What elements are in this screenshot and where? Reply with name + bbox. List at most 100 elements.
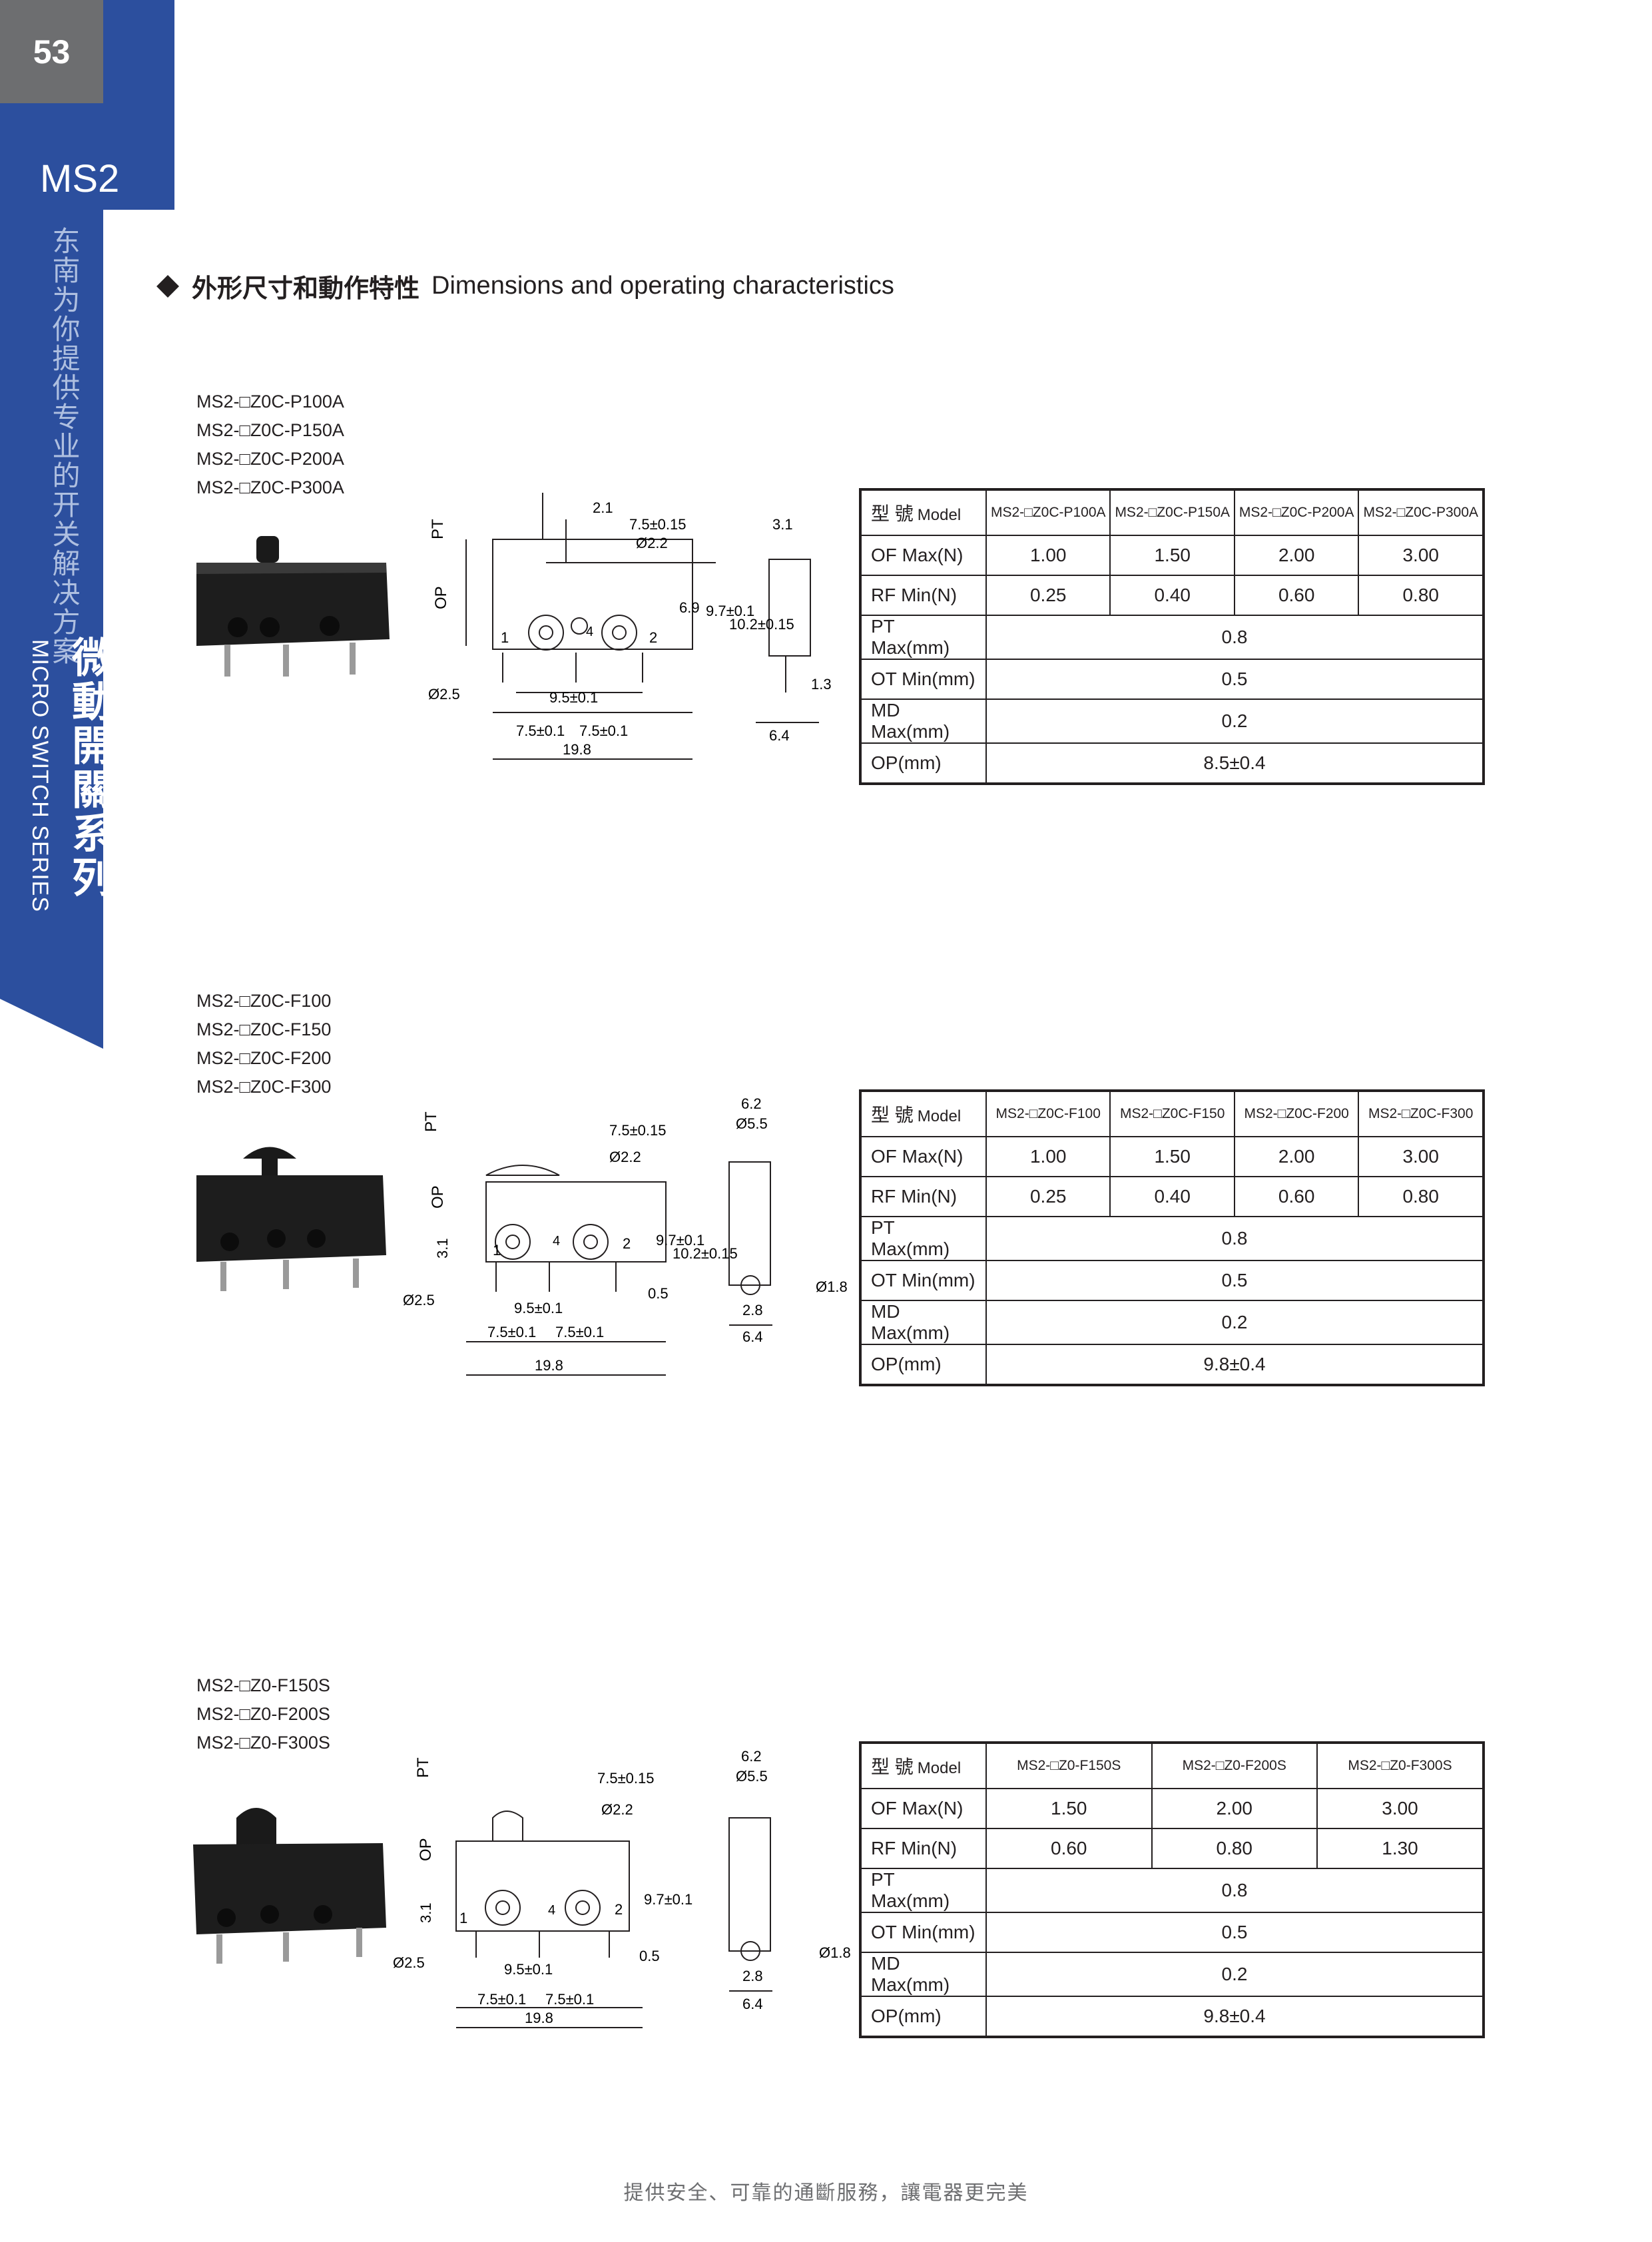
table-cell: RF Min(N): [860, 1176, 987, 1217]
table-cell: 0.8: [985, 615, 1484, 660]
table-cell: MD Max(mm): [860, 1952, 987, 1997]
dim: 9.7±0.1: [706, 603, 754, 619]
col-header: MS2-□Z0C-F200: [1233, 1090, 1360, 1137]
table-cell: 0.60: [985, 1828, 1153, 1869]
col-header: MS2-□Z0C-P200A: [1233, 489, 1360, 536]
model-name: MS2-□Z0C-P300A: [196, 477, 344, 497]
col-header: MS2-□Z0-F300S: [1316, 1742, 1484, 1789]
col-header: MS2-□Z0C-F150: [1109, 1090, 1235, 1137]
table-row: OT Min(mm)0.5: [860, 659, 1484, 700]
col-header: MS2-□Z0C-F300: [1358, 1090, 1484, 1137]
table-row: MD Max(mm)0.2: [860, 699, 1484, 744]
dim: 7.5±0.1: [545, 1991, 594, 2008]
section-heading: 外形尺寸和動作特性 Dimensions and operating chara…: [156, 268, 894, 304]
table-cell: OP(mm): [860, 1996, 987, 2038]
table-cell: 0.25: [985, 1176, 1111, 1217]
dim: 7.5±0.15: [629, 516, 686, 533]
dim: 7.5±0.15: [609, 1122, 666, 1139]
pin-label: 4: [548, 1903, 555, 1918]
dim: 6.2: [741, 1748, 762, 1765]
table-cell: RF Min(N): [860, 1828, 987, 1869]
dim: 7.5±0.1: [487, 1324, 536, 1340]
table-cell: MD Max(mm): [860, 1300, 987, 1345]
series-label: MS2: [40, 157, 120, 200]
dim: 10.2±0.15: [673, 1245, 738, 1262]
table-cell: 0.2: [985, 1952, 1484, 1997]
table-cell: 2.00: [1233, 535, 1360, 576]
dim: 6.4: [769, 727, 790, 744]
dim: 19.8: [525, 2010, 553, 2026]
col-header: MS2-□Z0-F200S: [1151, 1742, 1318, 1789]
table-cell: 0.80: [1358, 575, 1484, 616]
heading-en: Dimensions and operating characteristics: [431, 272, 894, 300]
table-cell: 1.00: [985, 1136, 1111, 1177]
table-cell: 0.2: [985, 699, 1484, 744]
table-cell: 8.5±0.4: [985, 742, 1484, 784]
table-cell: 3.00: [1316, 1788, 1484, 1829]
sidebar: 53 MS2 东南为你提供专业的开关解决方案 微動開關系列 MICRO SWIT…: [0, 0, 174, 1049]
table-cell: OP(mm): [860, 742, 987, 784]
pin-label: 2: [649, 629, 657, 646]
dim: 7.5±0.1: [579, 722, 628, 739]
dim: 3.1: [772, 516, 793, 533]
pin-label: 4: [553, 1234, 560, 1249]
table-cell: 0.8: [985, 1216, 1484, 1261]
table-cell: 0.2: [985, 1300, 1484, 1345]
table-cell: PT Max(mm): [860, 1216, 987, 1261]
table-cell: 3.00: [1358, 1136, 1484, 1177]
col-header: MS2-□Z0C-P150A: [1109, 489, 1235, 536]
dimension-drawing-2: PT OP 7.5±0.15 Ø2.2 3.1 9.7±0.1 10.2±0.1…: [403, 1095, 848, 1376]
dim: 1.3: [811, 676, 832, 693]
dim: 2.8: [742, 1968, 763, 1984]
table-row: OP(mm)9.8±0.4: [860, 1344, 1484, 1386]
pin-label: 2: [623, 1235, 631, 1252]
dim: 6.4: [742, 1328, 763, 1345]
table-cell: 1.50: [1109, 1136, 1235, 1177]
table-cell: 0.40: [1109, 1176, 1235, 1217]
dim: Ø2.5: [428, 686, 460, 702]
dim: 7.5±0.1: [477, 1991, 526, 2008]
table-row: PT Max(mm)0.8: [860, 1216, 1484, 1261]
table-row: MD Max(mm)0.2: [860, 1952, 1484, 1997]
dim: 2.8: [742, 1302, 763, 1318]
dim: Ø1.8: [816, 1278, 848, 1295]
table-row: OP(mm)8.5±0.4: [860, 742, 1484, 784]
switch-photo-roller: [196, 1147, 386, 1291]
dim: Ø2.5: [403, 1292, 435, 1308]
table-cell: 0.25: [985, 575, 1111, 616]
dim: 7.5±0.15: [597, 1770, 654, 1787]
dim: Ø2.5: [393, 1954, 425, 1971]
dim: 19.8: [563, 741, 591, 758]
pin-label: 2: [615, 1901, 623, 1918]
heading-cn: 外形尺寸和動作特性: [192, 274, 420, 303]
table-cell: OT Min(mm): [860, 1260, 987, 1301]
table-cell: 1.00: [985, 535, 1111, 576]
table-row: OT Min(mm)0.5: [860, 1260, 1484, 1301]
table-cell: 0.5: [985, 1912, 1484, 1953]
table-cell: 0.60: [1233, 575, 1360, 616]
model-name: MS2-□Z0C-P150A: [196, 420, 344, 440]
model-name: MS2-□Z0C-P100A: [196, 392, 344, 412]
dim: 7.5±0.1: [555, 1324, 604, 1340]
table-cell: OF Max(N): [860, 1788, 987, 1829]
dim: 3.1: [434, 1238, 451, 1259]
model-name: MS2-□Z0-F150S: [196, 1675, 330, 1695]
dim: 6.9: [679, 599, 700, 616]
dim-pt: PT: [414, 1757, 432, 1778]
table-cell: 2.00: [1233, 1136, 1360, 1177]
col-header: MS2-□Z0C-F100: [985, 1090, 1111, 1137]
table-cell: OP(mm): [860, 1344, 987, 1386]
dim: Ø2.2: [636, 535, 668, 551]
dim: 0.5: [648, 1285, 669, 1302]
table-cell: 2.00: [1151, 1788, 1318, 1829]
dim: Ø2.2: [609, 1149, 641, 1165]
table-cell: 1.50: [1109, 535, 1235, 576]
table-row: MD Max(mm)0.2: [860, 1300, 1484, 1345]
dim: 6.2: [741, 1095, 762, 1112]
